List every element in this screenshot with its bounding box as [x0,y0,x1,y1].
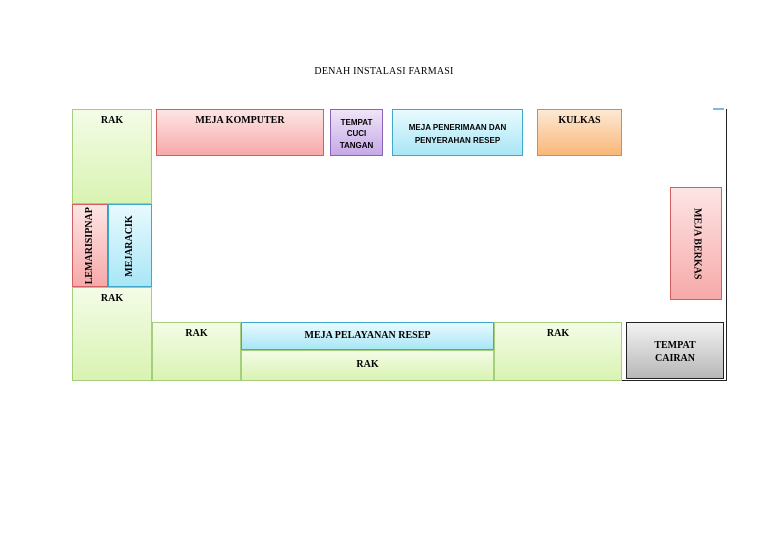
rak-top-left-label: RAK [100,115,124,126]
meja-penerimaan-line2: PENYERAHAN RESEP [414,136,501,145]
tempat-cairan: TEMPAT CAIRAN [626,322,724,379]
rak-bottom-1: RAK [152,322,241,381]
tempat-cuci-tangan-line1: TEMPAT [340,117,373,127]
meja-racik-line2: RACIK [123,214,135,248]
tempat-cuci-tangan-line3: TANGAN [339,140,374,150]
meja-komputer: MEJA KOMPUTER [156,109,324,156]
tempat-cuci-tangan: TEMPAT CUCI TANGAN [330,109,383,156]
diagram-title: DENAH INSTALASI FARMASI [314,66,454,77]
rak-bottom-3: RAK [494,322,622,381]
lemari-sipnap-line2: SIPNAP [83,206,95,243]
lemari-sipnap-line1: LEMARI [83,243,95,285]
tempat-cairan-line2: CAIRAN [655,352,695,364]
meja-racik: MEJA RACIK [108,204,152,287]
kulkas-label: KULKAS [558,115,601,126]
meja-penerimaan-line1: MEJA PENERIMAAN DAN [408,123,507,133]
lemari-sipnap: LEMARI SIPNAP [72,204,108,287]
rak-bottom-center-label: RAK [356,359,379,371]
rak-mid-left: RAK [72,287,152,381]
corner-accent [713,108,724,110]
meja-racik-line1: MEJA [123,248,135,277]
tempat-cairan-line1: TEMPAT [654,340,696,351]
kulkas: KULKAS [537,109,622,156]
rak-top-left: RAK [72,109,152,204]
meja-pelayanan-resep-label: MEJA PELAYANAN RESEP [304,329,431,341]
tempat-cuci-tangan-line2: CUCI [346,129,367,139]
meja-berkas: MEJA BERKAS [670,187,722,300]
floor-plan: RAK LEMARI SIPNAP MEJA RACIK RAK MEJA KO… [72,108,727,381]
rak-bottom-center: RAK [241,350,494,381]
meja-penerimaan-penyerahan-resep: MEJA PENERIMAAN DAN PENYERAHAN RESEP [392,109,523,156]
rak-bottom-3-label: RAK [546,328,570,339]
meja-pelayanan-resep: MEJA PELAYANAN RESEP [241,322,494,350]
rak-bottom-1-label: RAK [185,328,208,339]
meja-berkas-label: MEJA BERKAS [691,207,703,280]
rak-mid-left-label: RAK [100,293,124,304]
meja-komputer-label: MEJA KOMPUTER [195,115,285,126]
